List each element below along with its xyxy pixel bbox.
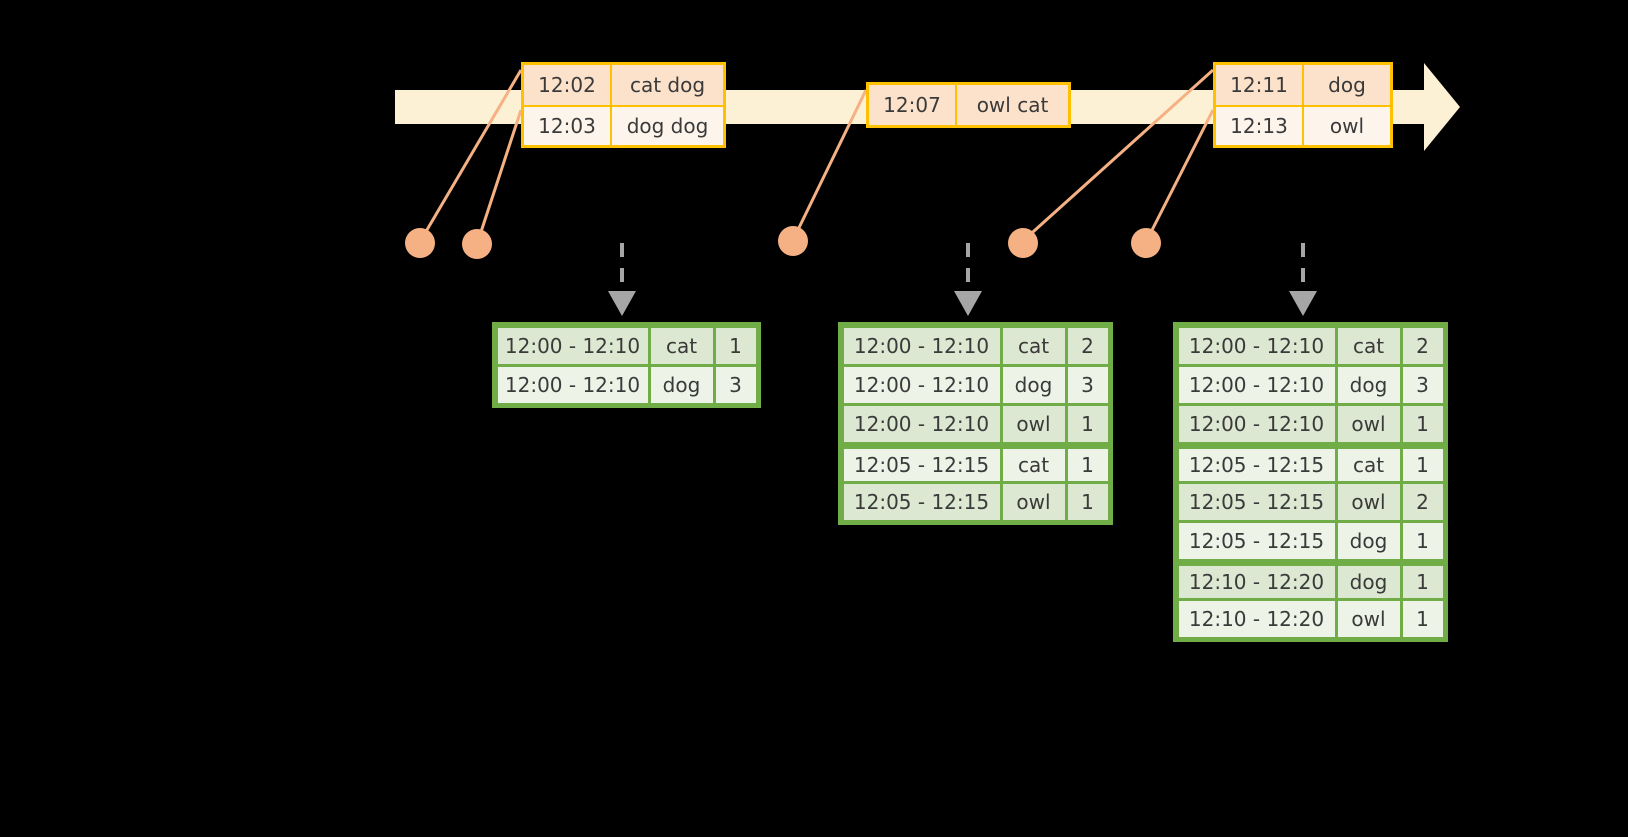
flow-arrow-head-3 [1289, 291, 1317, 316]
connector-line-2 [476, 109, 523, 242]
count-cell: 3 [715, 366, 756, 403]
count-cell: 1 [1402, 405, 1443, 442]
window-cell: 12:00 - 12:10 [1178, 327, 1335, 364]
event-dot-4 [1008, 228, 1038, 258]
flow-arrow-head-1 [608, 291, 636, 316]
count-cell: 2 [1402, 327, 1443, 364]
word-cell: owl [1002, 483, 1065, 520]
event-row[interactable]: 12:07 owl cat [869, 85, 1068, 125]
event-words: owl [1304, 107, 1390, 145]
window-cell: 12:00 - 12:10 [497, 327, 648, 364]
word-cell: cat [1337, 448, 1400, 481]
count-cell: 2 [1402, 483, 1443, 520]
word-cell: dog [1337, 565, 1400, 598]
word-cell: owl [1337, 405, 1400, 442]
event-time: 12:07 [869, 85, 957, 125]
window-cell: 12:00 - 12:10 [843, 366, 1000, 403]
event-time: 12:11 [1216, 65, 1304, 105]
word-cell: owl [1337, 600, 1400, 637]
count-cell: 1 [1402, 565, 1443, 598]
window-cell: 12:05 - 12:15 [843, 448, 1000, 481]
window-cell: 12:05 - 12:15 [1178, 483, 1335, 520]
count-cell: 1 [1402, 448, 1443, 481]
event-words: owl cat [957, 85, 1068, 125]
count-cell: 1 [1402, 600, 1443, 637]
word-cell: dog [1337, 522, 1400, 559]
event-dots [405, 226, 1161, 259]
event-words: cat dog [612, 65, 723, 105]
count-cell: 1 [1067, 405, 1108, 442]
event-row[interactable]: 12:02 cat dog [524, 65, 723, 105]
event-row[interactable]: 12:11 dog [1216, 65, 1390, 105]
flow-arrow-head-2 [954, 291, 982, 316]
word-cell: owl [1002, 405, 1065, 442]
event-time: 12:13 [1216, 107, 1304, 145]
word-cell: dog [1337, 366, 1400, 403]
event-time: 12:02 [524, 65, 612, 105]
event-time: 12:03 [524, 107, 612, 145]
connector-line-1 [419, 69, 523, 241]
window-cell: 12:00 - 12:10 [1178, 405, 1335, 442]
window-cell: 12:10 - 12:20 [1178, 600, 1335, 637]
window-cell: 12:05 - 12:15 [843, 483, 1000, 520]
word-cell: cat [1002, 327, 1065, 364]
event-group-3[interactable]: 12:11 dog 12:13 owl [1213, 62, 1393, 148]
event-row[interactable]: 12:03 dog dog [524, 105, 723, 145]
window-cell: 12:10 - 12:20 [1178, 565, 1335, 598]
count-cell: 3 [1067, 366, 1108, 403]
window-cell: 12:00 - 12:10 [843, 405, 1000, 442]
window-cell: 12:00 - 12:10 [843, 327, 1000, 364]
word-cell: owl [1337, 483, 1400, 520]
word-cell: cat [1337, 327, 1400, 364]
word-cell: cat [1002, 448, 1065, 481]
connector-line-3 [792, 89, 868, 239]
event-group-1[interactable]: 12:02 cat dog 12:03 dog dog [521, 62, 726, 148]
event-row[interactable]: 12:13 owl [1216, 105, 1390, 145]
window-cell: 12:00 - 12:10 [1178, 366, 1335, 403]
count-cell: 1 [1067, 448, 1108, 481]
event-dot-2 [462, 229, 492, 259]
event-words: dog [1304, 65, 1390, 105]
flow-arrows [620, 243, 1305, 295]
count-cell: 3 [1402, 366, 1443, 403]
event-dot-1 [405, 228, 435, 258]
event-group-2[interactable]: 12:07 owl cat [866, 82, 1071, 128]
word-cell: dog [650, 366, 713, 403]
event-dot-3 [778, 226, 808, 256]
word-cell: cat [650, 327, 713, 364]
flow-arrow-heads [608, 291, 1317, 316]
window-cell: 12:05 - 12:15 [1178, 522, 1335, 559]
word-cell: dog [1002, 366, 1065, 403]
count-cell: 1 [715, 327, 756, 364]
count-cell: 2 [1067, 327, 1108, 364]
count-cell: 1 [1402, 522, 1443, 559]
connector-line-5 [1145, 109, 1215, 241]
event-dot-5 [1131, 228, 1161, 258]
count-cell: 1 [1067, 483, 1108, 520]
window-cell: 12:05 - 12:15 [1178, 448, 1335, 481]
window-cell: 12:00 - 12:10 [497, 366, 648, 403]
event-words: dog dog [612, 107, 723, 145]
